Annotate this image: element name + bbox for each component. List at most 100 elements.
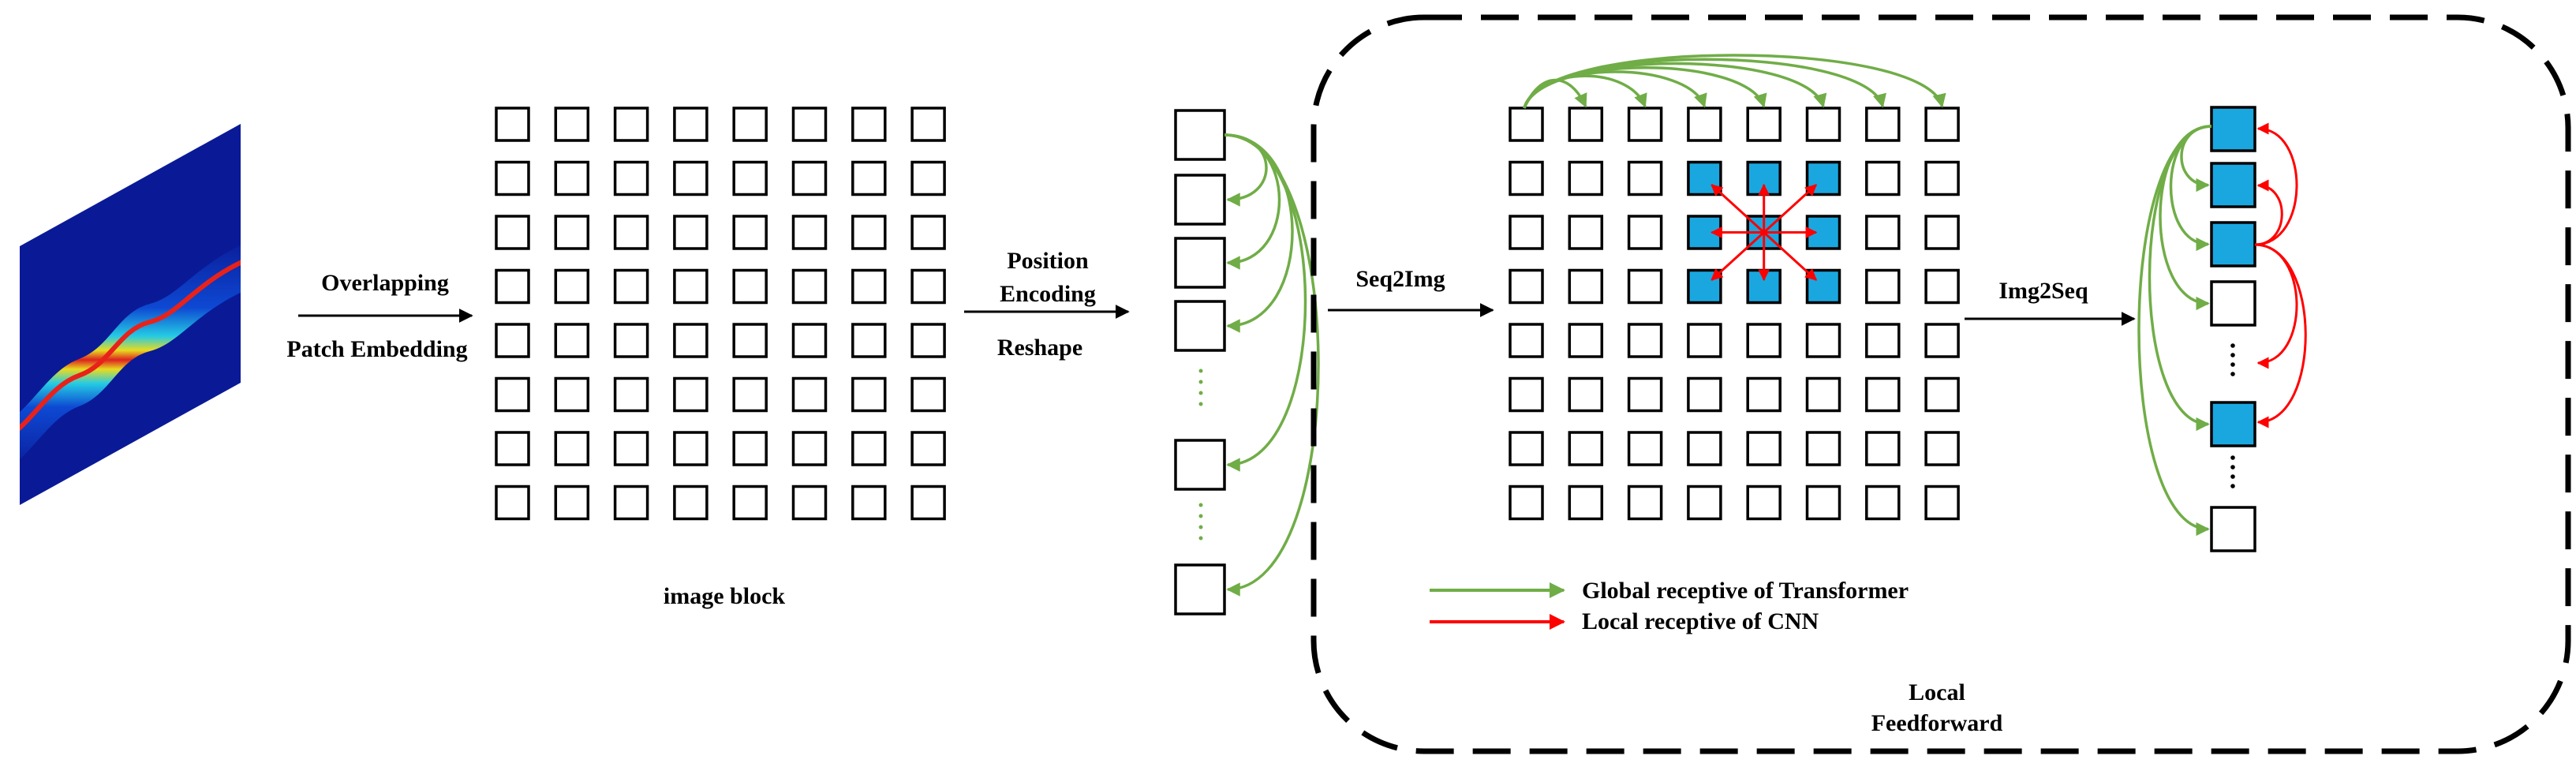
grid-cell — [1924, 107, 1960, 142]
ellipsis-dot — [1198, 369, 1203, 373]
grid-cell — [554, 268, 590, 305]
grid-cell — [1687, 323, 1722, 358]
grid-cell — [1568, 107, 1604, 142]
image-block-grid — [495, 107, 946, 521]
grid-cell — [1924, 160, 1960, 196]
grid-cell — [1924, 215, 1960, 250]
local-label: Local — [1909, 679, 1965, 705]
img2seq-label: Img2Seq — [1998, 278, 2088, 304]
grid-cell — [910, 215, 946, 250]
global-arrow — [1523, 58, 1886, 109]
grid-cell — [1568, 323, 1604, 358]
ellipsis-dot — [1198, 380, 1203, 384]
grid-cell — [1924, 485, 1960, 521]
ellipsis-dot — [1198, 503, 1203, 507]
sequence-token — [1174, 563, 1226, 615]
grid-cell — [851, 323, 887, 358]
ellipsis-dot — [2230, 455, 2235, 460]
grid-cell — [1805, 376, 1841, 413]
grid-cell — [554, 376, 590, 413]
grid-cell — [554, 485, 590, 521]
sequence-token — [2210, 221, 2256, 268]
local-arrow — [2254, 243, 2307, 428]
grid-cell — [1509, 215, 1544, 250]
grid-cell — [791, 376, 828, 413]
grid-cell — [791, 215, 828, 250]
sequence-token — [2210, 506, 2256, 552]
grid-cell — [851, 431, 887, 466]
grid-cell — [554, 215, 590, 250]
grid-cell — [613, 431, 649, 466]
grid-cell — [1805, 431, 1841, 466]
grid-cell — [613, 376, 649, 413]
grid-cell — [732, 431, 768, 466]
grid-cell — [910, 160, 946, 196]
global-arrow — [1224, 133, 1294, 333]
sequence-token — [1174, 174, 1226, 226]
grid-cell — [495, 268, 530, 305]
grid-cell — [732, 485, 768, 521]
grid-cell — [673, 376, 708, 413]
grid-cell — [673, 107, 708, 142]
grid-cell — [851, 215, 887, 250]
grid-cell — [791, 431, 828, 466]
sequence-token — [1174, 439, 1226, 491]
grid-cell — [554, 107, 590, 142]
feature-map-grid — [1509, 107, 1960, 521]
grid-cell — [1924, 268, 1960, 305]
grid-cell — [732, 268, 768, 305]
reshape-label: Reshape — [997, 335, 1082, 361]
ellipsis-dot — [2230, 343, 2235, 348]
local-arrow — [1763, 231, 1818, 281]
grid-cell — [1627, 323, 1663, 358]
seq2img-label: Seq2Img — [1355, 266, 1445, 292]
global-arrow — [2159, 125, 2212, 311]
grid-cell — [554, 323, 590, 358]
grid-cell — [1924, 323, 1960, 358]
ellipsis-dot — [1198, 391, 1203, 395]
grid-cell — [613, 215, 649, 250]
grid-cell — [1627, 268, 1663, 305]
image-block-label: image block — [664, 583, 785, 609]
encoding-label: Encoding — [1000, 281, 1096, 307]
grid-cell — [554, 160, 590, 196]
grid-cell — [1687, 376, 1722, 413]
sequence-token — [2210, 162, 2256, 208]
grid-cell — [1805, 268, 1841, 305]
grid-cell — [791, 323, 828, 358]
grid-cell — [791, 268, 828, 305]
grid-cell — [791, 160, 828, 196]
grid-cell — [1805, 107, 1841, 142]
grid-cell — [673, 431, 708, 466]
token-sequence-right — [2137, 106, 2307, 552]
grid-cell — [1746, 376, 1782, 413]
grid-cell — [1627, 215, 1663, 250]
ellipsis-dot — [2230, 353, 2235, 357]
grid-cell — [1509, 107, 1544, 142]
global-arrow — [1224, 133, 1268, 207]
grid-cell — [851, 268, 887, 305]
grid-cell — [1627, 160, 1663, 196]
grid-cell — [732, 160, 768, 196]
grid-cell — [673, 323, 708, 358]
grid-cell — [851, 376, 887, 413]
sequence-token — [2210, 106, 2256, 152]
grid-cell — [791, 107, 828, 142]
legend-local-label: Local receptive of CNN — [1582, 608, 1819, 634]
ellipsis-dot — [2230, 372, 2235, 376]
grid-cell — [495, 485, 530, 521]
grid-cell — [1746, 107, 1782, 142]
grid-cell — [732, 323, 768, 358]
grid-cell — [613, 107, 649, 142]
grid-cell — [1568, 376, 1604, 413]
position-label: Position — [1007, 248, 1089, 274]
grid-cell — [1687, 431, 1722, 466]
grid-cell — [1568, 431, 1604, 466]
grid-cell — [1627, 431, 1663, 466]
global-arrow — [2137, 125, 2212, 537]
grid-cell — [1865, 485, 1901, 521]
grid-cell — [495, 431, 530, 466]
grid-cell — [732, 215, 768, 250]
local-arrow — [1710, 184, 1765, 234]
